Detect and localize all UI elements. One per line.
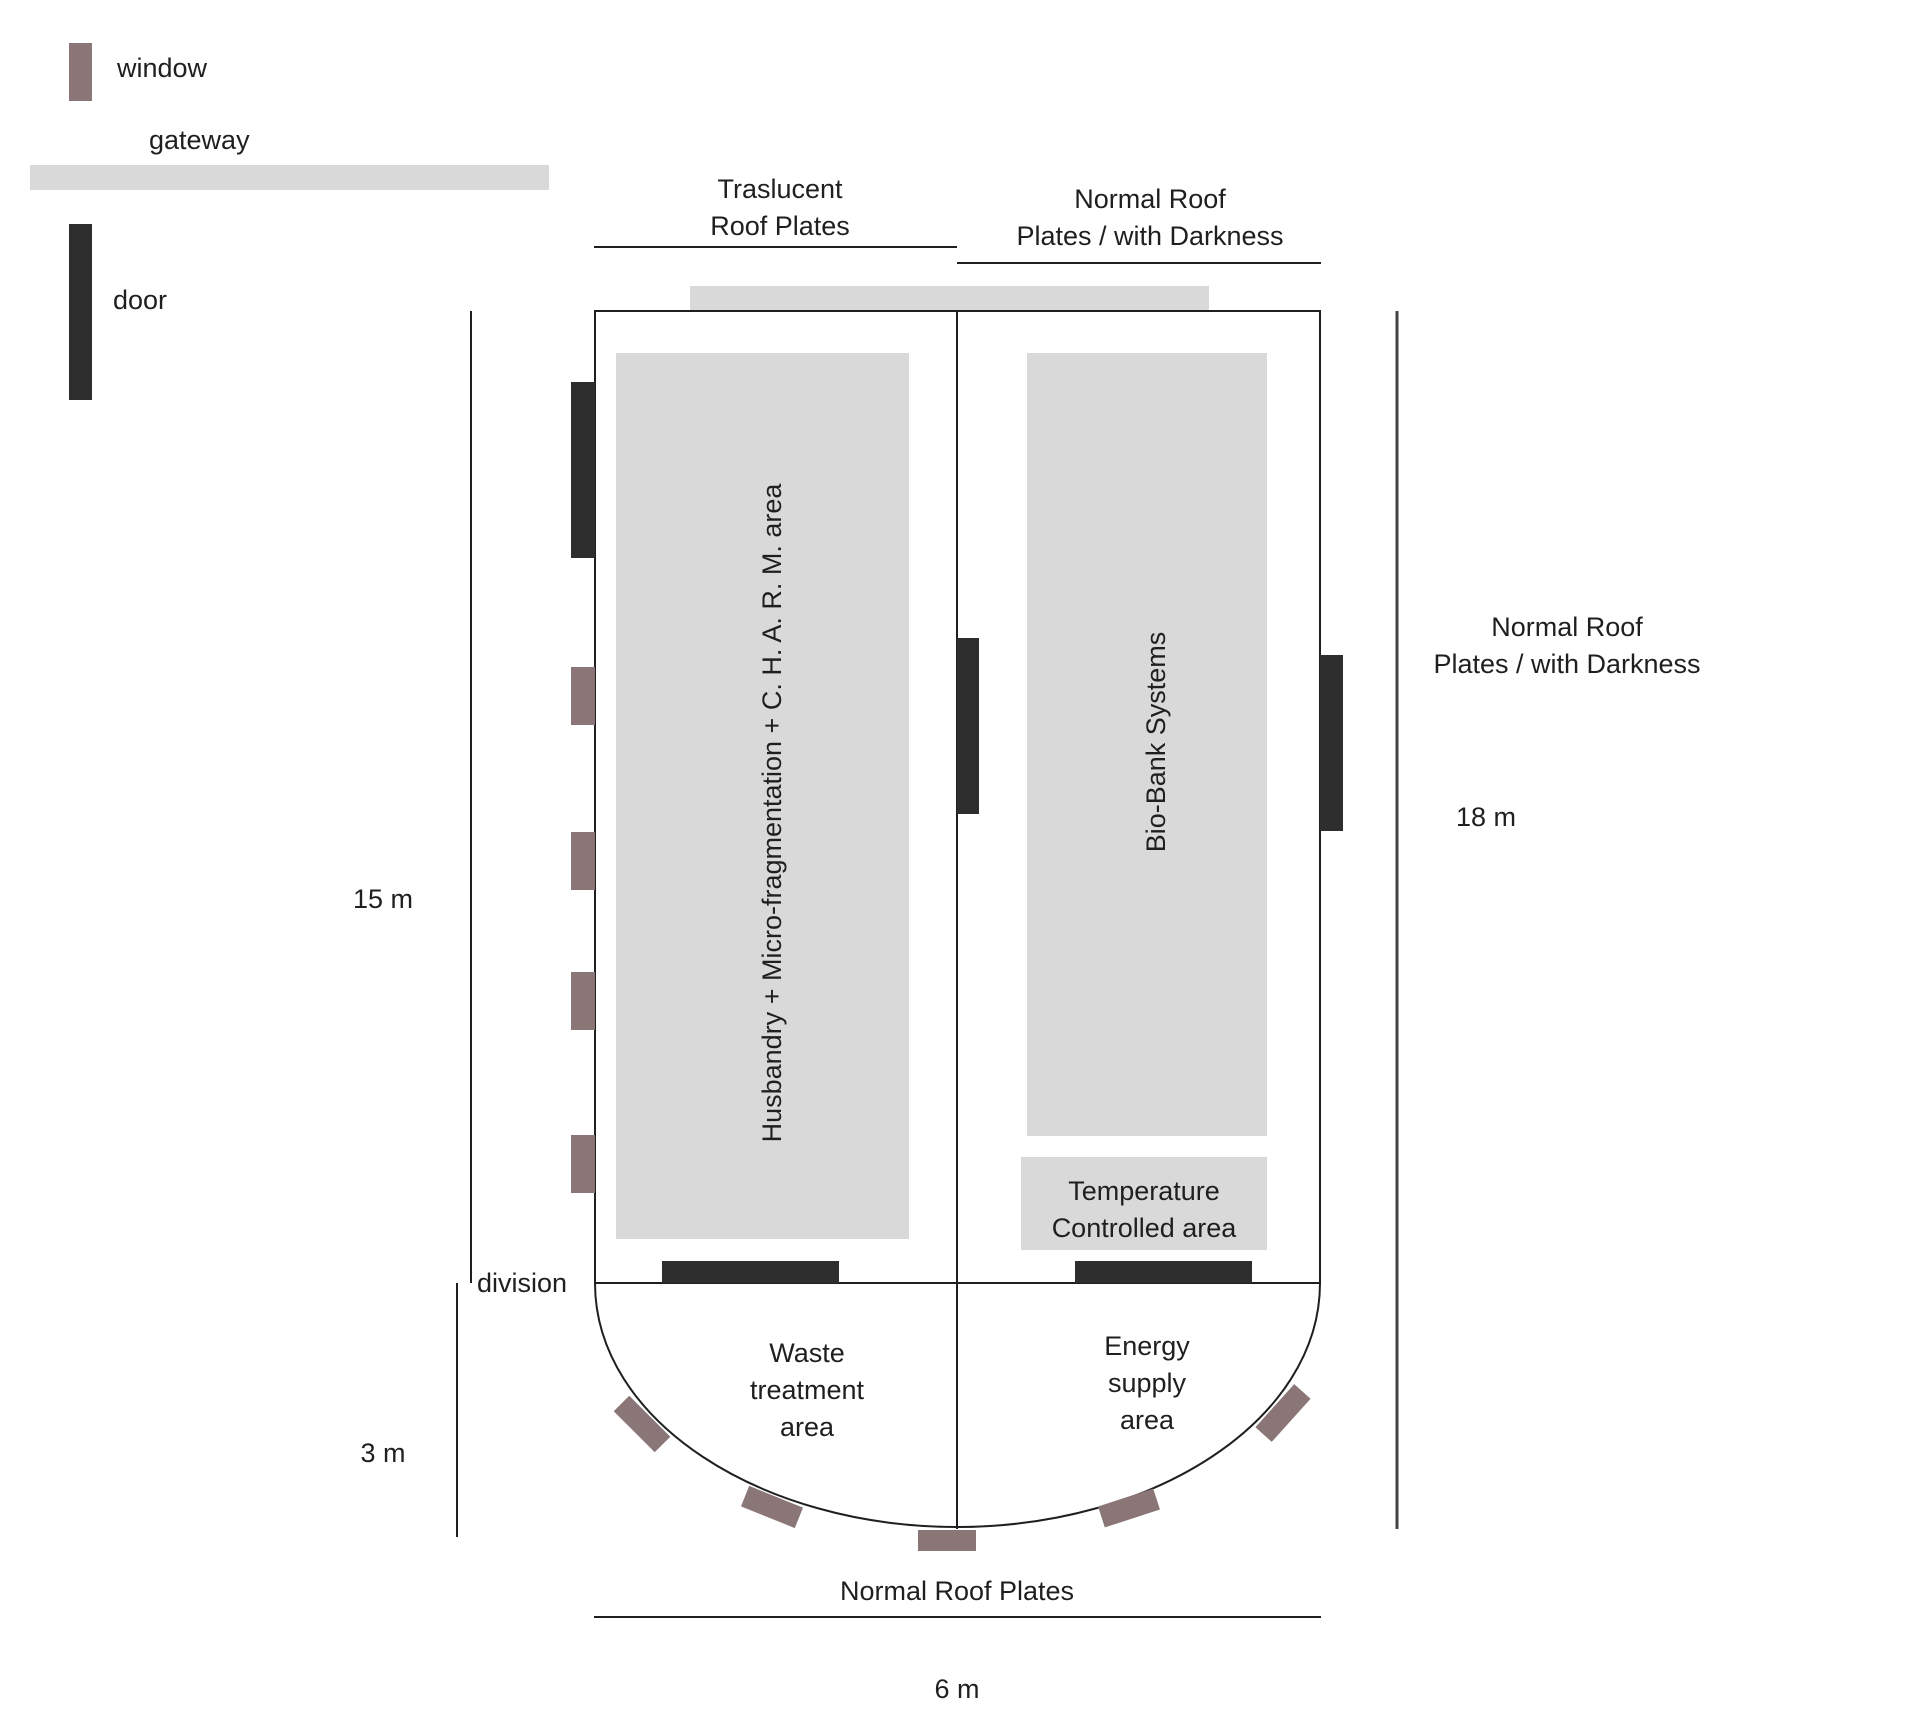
legend-door-swatch xyxy=(69,224,92,400)
window-curve-5 xyxy=(1255,1384,1311,1442)
roof-bottom-label: Normal Roof Plates xyxy=(839,1576,1075,1606)
temperature-area-label: Temperature Controlled area xyxy=(1051,1176,1237,1243)
window-left-3 xyxy=(571,972,595,1030)
window-curve-1 xyxy=(613,1395,671,1453)
window-left-2 xyxy=(571,832,595,890)
roof-dark-right-label: Normal Roof Plates / with Darkness xyxy=(1433,612,1701,679)
door-division-left xyxy=(662,1261,839,1283)
biobank-area-box xyxy=(1027,353,1267,1136)
division-label: division xyxy=(477,1268,568,1298)
window-left-4 xyxy=(571,1135,595,1193)
door-left-wall xyxy=(571,382,595,558)
biobank-area-label: Bio-Bank Systems xyxy=(1141,631,1171,853)
energy-area-label: Energy supply area xyxy=(1104,1331,1190,1435)
window-curve-4 xyxy=(1098,1488,1160,1528)
dimension-3m-label: 3 m xyxy=(360,1438,406,1468)
door-right-wall xyxy=(1320,655,1343,831)
dimension-6m-label: 6 m xyxy=(934,1674,980,1704)
window-left-1 xyxy=(571,667,595,725)
legend-window-label: window xyxy=(117,53,208,83)
door-division-right xyxy=(1075,1261,1252,1283)
husbandry-area-box xyxy=(616,353,909,1239)
legend-gateway-label: gateway xyxy=(149,125,250,155)
dimension-15m-label: 15 m xyxy=(352,884,414,914)
waste-area-label: Waste treatment area xyxy=(749,1338,865,1442)
window-curve-2 xyxy=(740,1485,804,1529)
roof-translucent-label: Traslucent Roof Plates xyxy=(710,174,850,241)
gateway-top xyxy=(690,286,1209,311)
legend-window-swatch xyxy=(69,43,92,101)
roof-dark-top-label: Normal Roof Plates / with Darkness xyxy=(1016,184,1284,251)
legend-door-label: door xyxy=(113,285,168,315)
legend-gateway-swatch xyxy=(30,165,549,190)
husbandry-area-label: Husbandry + Micro-fragmentation + C. H. … xyxy=(757,483,787,1143)
temperature-area-box xyxy=(1021,1157,1267,1250)
window-curve-3 xyxy=(918,1530,976,1551)
door-center-wall xyxy=(957,638,979,814)
dimension-18m-label: 18 m xyxy=(1455,802,1517,832)
